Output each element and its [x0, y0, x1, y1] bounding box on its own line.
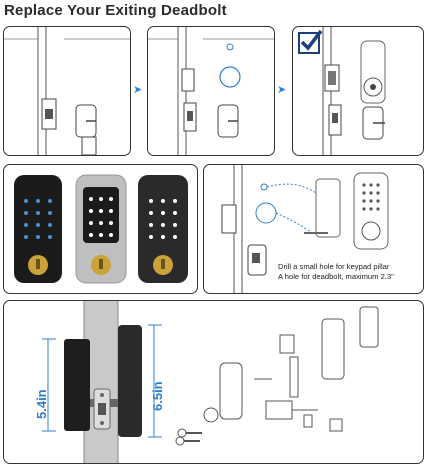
drill-caption-pillar: Drill a small hole for keypad pillar — [278, 262, 390, 271]
arrow-right-icon: ➤ — [133, 84, 143, 96]
strike-plate — [93, 388, 111, 430]
drill-illustration — [221, 165, 389, 293]
lock-matte-black-finish — [138, 175, 188, 283]
lock-black-finish — [14, 175, 62, 283]
page-title: Replace Your Exiting Deadbolt — [4, 2, 227, 19]
door-illustration — [4, 27, 130, 155]
checkmark-icon — [298, 29, 323, 54]
dimension-6-5in: 6.5in — [148, 324, 165, 438]
dimensions-illustration: 5.4in 6.5in — [34, 301, 379, 463]
keypad-lock — [353, 172, 389, 250]
installed-lock-illustration — [298, 27, 386, 155]
drill-hole-large — [219, 66, 241, 88]
strike-plate — [41, 98, 57, 130]
step3-panel — [292, 26, 424, 156]
lock-side-view — [64, 325, 142, 437]
old-deadbolt-plate — [75, 104, 97, 155]
dimension-inner-label: 5.4in — [34, 389, 49, 419]
lock-nickel-finish — [75, 174, 127, 284]
finish-variants — [14, 174, 188, 284]
strike-plate — [217, 104, 239, 138]
exploded-parts — [203, 306, 379, 432]
key-icon — [175, 428, 202, 446]
arrow-right-icon: ➤ — [277, 84, 287, 96]
drill-instructions-panel: Drill a small hole for keypad pillar A h… — [203, 164, 424, 294]
keypad-lock — [360, 40, 386, 104]
lock-exploded-side — [304, 178, 341, 238]
drill-hole-small — [226, 43, 234, 51]
step2-panel — [147, 26, 275, 156]
dimensions-panel: 5.4in 6.5in — [3, 300, 424, 464]
step1-panel — [3, 26, 131, 156]
dimension-5-4in: 5.4in — [34, 338, 56, 432]
finish-options-panel — [3, 164, 198, 294]
drill-caption-deadbolt: A hole for deadbolt, maximum 2.3" — [278, 272, 394, 281]
dimension-outer-label: 6.5in — [150, 381, 165, 411]
door-illustration — [148, 27, 274, 155]
